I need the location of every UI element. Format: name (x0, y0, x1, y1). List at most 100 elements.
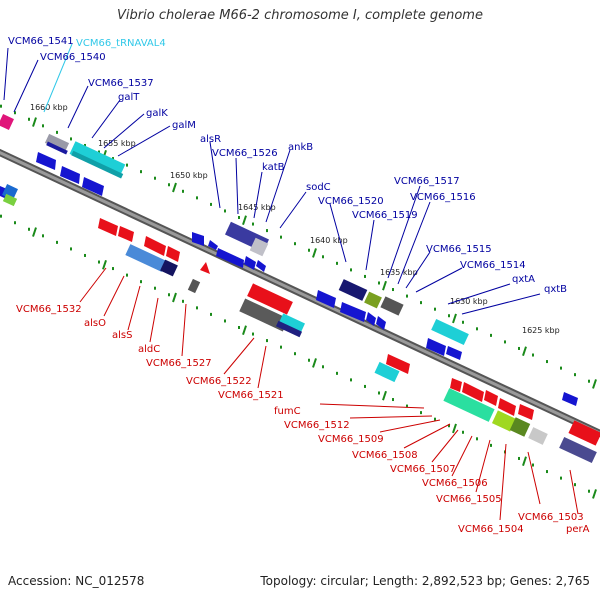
minus-strand-labels: VCM66_1532 alsO alsS aldC VCM66_1527 VCM… (16, 304, 590, 535)
gene-label[interactable]: VCM66_1537 (88, 78, 154, 89)
scale-dot (574, 373, 576, 377)
feature-1540[interactable] (44, 133, 70, 153)
scale-dot (518, 346, 520, 350)
scale-dot (112, 267, 114, 271)
feature-1541[interactable] (0, 114, 14, 130)
tick-label-1655: 1655 kbp (98, 139, 136, 148)
gene-label[interactable]: VCM66_1504 (458, 524, 524, 535)
gene-label[interactable]: VCM66_1526 (212, 148, 278, 159)
gene-label[interactable]: VCM66_1532 (16, 304, 82, 315)
scale-dot (42, 124, 44, 128)
scale-major-tick (522, 456, 527, 467)
scale-dot (98, 150, 100, 154)
gene-label[interactable]: VCM66_1521 (218, 390, 284, 401)
feature-alsO[interactable] (125, 244, 167, 272)
scale-dot (168, 293, 170, 297)
gene-label[interactable]: qxtA (512, 274, 535, 285)
gene-label[interactable]: aldC (138, 344, 160, 355)
scale-dot (154, 176, 156, 180)
feature-1520[interactable] (316, 290, 336, 308)
gene-label[interactable]: VCM66_1527 (146, 358, 212, 369)
scale-dot (560, 366, 562, 370)
gene-label[interactable]: VCM66_1517 (394, 176, 460, 187)
scale-dot (14, 221, 16, 225)
scale-dot (126, 163, 128, 167)
gene-label[interactable]: qxtB (544, 284, 567, 295)
scale-dotted-rows (0, 104, 597, 499)
scale-dot (490, 443, 492, 447)
scale-major-tick (592, 489, 597, 499)
feature-1517[interactable] (364, 291, 382, 309)
accession-text: Accession: NC_012578 (8, 574, 145, 588)
scale-major-tick (592, 379, 597, 389)
scale-dot (210, 202, 212, 206)
scale-dot (378, 391, 380, 395)
feature-gal-cluster[interactable] (69, 141, 126, 178)
gene-label[interactable]: ankB (288, 142, 313, 153)
feature-1509[interactable] (443, 388, 495, 422)
scale-dot (252, 222, 254, 226)
gene-label[interactable]: VCM66_1508 (352, 450, 418, 461)
feature-perA[interactable] (568, 420, 600, 446)
gene-label[interactable]: VCM66_1512 (284, 420, 350, 431)
scale-dot (84, 253, 86, 257)
gene-label[interactable]: VCM66_1505 (436, 494, 502, 505)
gene-label[interactable]: alsO (84, 318, 106, 329)
gene-label[interactable]: VCM66_1516 (410, 192, 476, 203)
gene-label[interactable]: perA (566, 524, 590, 535)
gene-label[interactable]: VCM66_tRNAVAL4 (76, 38, 166, 49)
gene-label[interactable]: VCM66_1509 (318, 434, 384, 445)
scale-dot (168, 183, 170, 187)
scale-dot (476, 327, 478, 331)
gene-label[interactable]: alsR (200, 134, 221, 145)
scale-dot (42, 234, 44, 238)
feature-1519[interactable] (338, 279, 368, 301)
gene-label[interactable]: VCM66_1519 (352, 210, 418, 221)
scale-major-tick (242, 325, 247, 336)
feature-alsR[interactable] (192, 232, 204, 246)
gene-label[interactable]: sodC (306, 182, 331, 193)
tick-label-1635: 1635 kbp (380, 268, 418, 277)
gene-label[interactable]: VCM66_1514 (460, 260, 526, 271)
gene-label[interactable]: galT (118, 92, 140, 103)
scale-dot (350, 378, 352, 382)
tick-label-1640: 1640 kbp (310, 236, 348, 245)
scale-dot (210, 312, 212, 316)
scale-dot (28, 117, 30, 121)
scale-dot (224, 319, 226, 323)
scale-major-tick (32, 117, 37, 127)
tick-label-1660: 1660 kbp (30, 103, 68, 112)
scale-dot (252, 332, 254, 336)
feature-aldC[interactable] (200, 262, 210, 274)
gene-label[interactable]: VCM66_1540 (40, 52, 106, 63)
feature-1537-arrow[interactable] (36, 152, 56, 170)
gene-label[interactable]: VCM66_1503 (518, 512, 584, 523)
tick-label-1630: 1630 kbp (450, 297, 488, 306)
feature-1521[interactable] (279, 313, 305, 333)
scale-major-tick (452, 313, 457, 324)
gene-label[interactable]: VCM66_1506 (422, 478, 488, 489)
gene-label[interactable]: fumC (274, 406, 301, 417)
scale-dot (518, 456, 520, 460)
scale-major-tick (522, 346, 527, 357)
feature-qxt[interactable] (431, 318, 469, 346)
gene-label[interactable]: galM (172, 120, 196, 131)
scale-dot (588, 379, 590, 383)
gene-label[interactable]: VCM66_1515 (426, 244, 492, 255)
feature-fumC[interactable] (450, 378, 462, 392)
scale-dot (266, 339, 268, 343)
gene-label[interactable]: VCM66_1507 (390, 464, 456, 475)
scale-dot (294, 352, 296, 356)
feature-1522[interactable] (247, 283, 293, 315)
scale-dot (560, 476, 562, 480)
gene-label[interactable]: VCM66_1520 (318, 196, 384, 207)
scale-dot (434, 417, 436, 421)
gene-label[interactable]: VCM66_1522 (186, 376, 252, 387)
feature-1532[interactable] (98, 218, 118, 236)
scale-dot (378, 281, 380, 285)
scale-dot (70, 137, 72, 141)
gene-label[interactable]: VCM66_1541 (8, 36, 74, 47)
gene-label[interactable]: alsS (112, 330, 132, 341)
gene-label[interactable]: galK (146, 108, 168, 119)
gene-label[interactable]: katB (262, 162, 285, 173)
